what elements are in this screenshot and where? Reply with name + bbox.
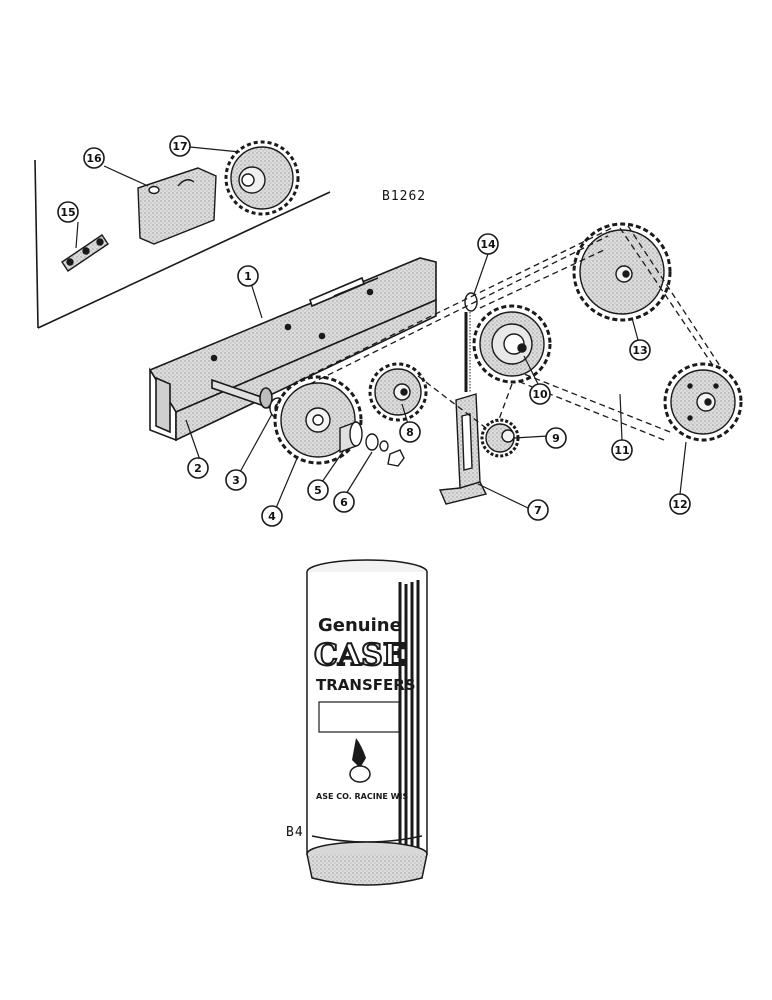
can-line-case: CASE <box>314 638 406 673</box>
eagle-logo <box>349 738 371 783</box>
part-9-sprocket <box>480 418 520 458</box>
part-7-angle-bracket <box>438 393 488 505</box>
part-17-sprocket <box>224 140 300 216</box>
callout-2-label: 2 <box>194 462 202 475</box>
callout-8-label: 8 <box>406 426 414 439</box>
part-10-sprocket <box>472 304 552 384</box>
callout-3: 3 <box>225 469 247 491</box>
callouts: 1 2 3 4 5 6 7 8 9 10 11 12 13 14 15 16 1… <box>57 135 691 527</box>
callout-10-label: 10 <box>532 388 548 401</box>
callout-10: 10 <box>529 383 551 405</box>
callout-17-label: 17 <box>172 140 187 153</box>
part-13-sprocket <box>572 222 672 322</box>
callout-9-label: 9 <box>552 432 560 445</box>
can-label-panel <box>318 701 400 733</box>
callout-5: 5 <box>307 479 329 501</box>
callout-4-label: 4 <box>268 510 276 523</box>
part-12-sprocket <box>663 362 743 442</box>
part-1-channel-frame <box>148 257 437 442</box>
inset-frame <box>34 159 331 329</box>
callout-11: 11 <box>611 439 633 461</box>
callout-5-label: 5 <box>314 484 322 497</box>
drawing-code: B1262 <box>382 189 426 204</box>
callout-3-label: 3 <box>232 474 240 487</box>
callout-4: 4 <box>261 505 283 527</box>
callout-11-label: 11 <box>614 444 629 457</box>
can-line-genuine: Genuine <box>318 615 402 636</box>
callout-15: 15 <box>57 201 79 223</box>
part-5-bushing <box>339 420 363 454</box>
callout-1: 1 <box>237 265 259 287</box>
part-6-washer-nut <box>365 433 405 467</box>
can-line-transfers: TRANSFERS <box>316 676 416 694</box>
part-16-bracket <box>137 167 217 245</box>
callout-1-label: 1 <box>244 270 252 283</box>
part-8-sprocket <box>368 362 428 422</box>
can-bottom-text: ASE CO. RACINE WIS <box>316 792 408 801</box>
callout-13-label: 13 <box>632 344 647 357</box>
callout-14-label: 14 <box>480 238 496 251</box>
can-code: B4 <box>286 825 304 840</box>
callout-12: 12 <box>669 493 691 515</box>
callout-9: 9 <box>545 427 567 449</box>
callout-7-label: 7 <box>534 504 542 517</box>
callout-16: 16 <box>83 147 105 169</box>
callout-2: 2 <box>187 457 209 479</box>
callout-8: 8 <box>399 421 421 443</box>
callout-12-label: 12 <box>672 498 687 511</box>
part-11-chain <box>299 225 721 441</box>
callout-15-label: 15 <box>60 206 75 219</box>
callout-6-label: 6 <box>340 496 348 509</box>
callout-16-label: 16 <box>86 152 102 165</box>
part-15-chain-link <box>61 234 109 272</box>
part-4-sprocket <box>273 375 363 465</box>
callout-14: 14 <box>477 233 499 255</box>
callout-17: 17 <box>169 135 191 157</box>
callout-13: 13 <box>629 339 651 361</box>
transfer-can: Genuine CASE TRANSFERS ASE CO. RACINE WI… <box>306 559 428 886</box>
callout-6: 6 <box>333 491 355 513</box>
leader-lines <box>75 146 687 509</box>
part-14-eye-bolt <box>464 292 478 392</box>
callout-7: 7 <box>527 499 549 521</box>
